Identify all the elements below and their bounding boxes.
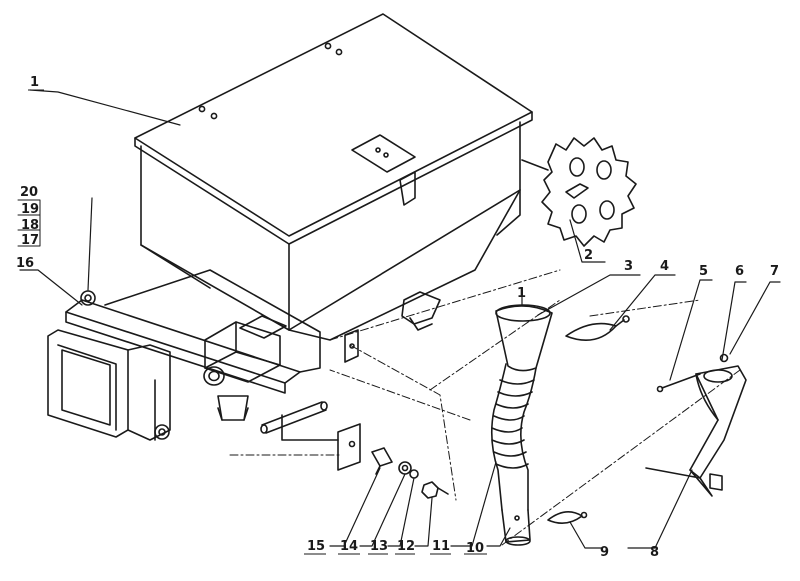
nut — [421, 481, 439, 499]
spring-washer — [409, 469, 419, 479]
spring-clip — [565, 315, 630, 342]
callout-13: 13 — [370, 539, 388, 554]
callout-19: 19 — [21, 202, 39, 217]
callout-6: 6 — [735, 264, 744, 279]
hopper-lid — [134, 13, 533, 237]
callout-3: 3 — [624, 259, 633, 274]
wire-clip — [547, 511, 588, 524]
fasteners — [371, 447, 449, 499]
callout-2: 2 — [584, 248, 593, 263]
callout-1-tube: 1 — [517, 286, 526, 301]
seed-tube — [490, 304, 553, 546]
frame-bolt — [154, 424, 170, 440]
drive-shaft — [260, 401, 361, 471]
pin — [661, 373, 701, 389]
callout-14: 14 — [340, 539, 358, 554]
callout-12: 12 — [397, 539, 415, 554]
callout-10: 10 — [466, 541, 484, 556]
washer — [398, 461, 412, 475]
sprocket-wheel — [521, 137, 637, 247]
assembly-guides — [229, 269, 741, 546]
mount-plate — [337, 423, 361, 471]
lid-latch — [351, 134, 416, 173]
axle-nut — [80, 290, 96, 306]
callout-17: 17 — [21, 233, 39, 248]
leader-lines — [19, 89, 781, 549]
coulter-shoe — [645, 353, 747, 497]
callout-11: 11 — [432, 539, 450, 554]
callout-5: 5 — [699, 264, 708, 279]
callout-16: 16 — [16, 256, 34, 271]
callout-8: 8 — [650, 545, 659, 560]
callout-7: 7 — [770, 264, 779, 279]
callout-1: 1 — [30, 75, 39, 90]
seed-meter — [203, 291, 441, 421]
frame-bracket — [47, 269, 321, 441]
bolt — [371, 447, 393, 467]
callout-9: 9 — [600, 545, 609, 560]
hopper-box — [134, 13, 533, 341]
callout-4: 4 — [660, 259, 669, 274]
callout-15: 15 — [307, 539, 325, 554]
callout-underlines — [18, 89, 487, 555]
callout-20: 20 — [20, 185, 38, 200]
callout-18: 18 — [21, 218, 39, 233]
